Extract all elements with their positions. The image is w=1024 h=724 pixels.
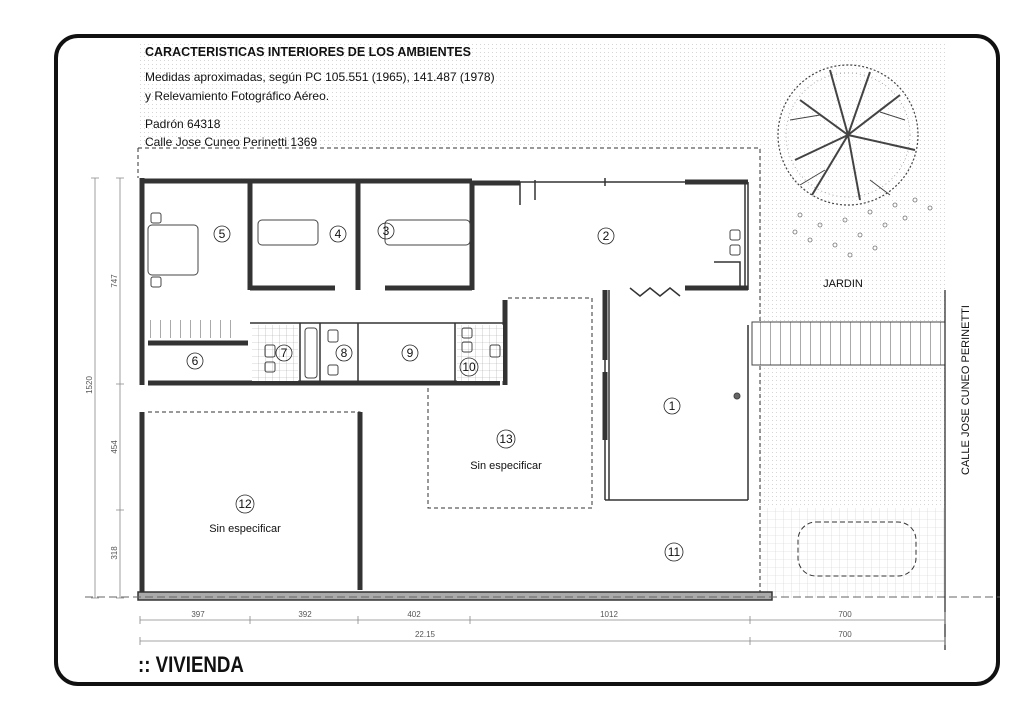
garden-label: JARDIN (823, 278, 863, 290)
room-12: 12 (238, 497, 252, 511)
room-8: 8 (341, 346, 348, 360)
car-outline (797, 521, 917, 577)
measurement-note-2: y Relevamiento Fotográfico Aéreo. (145, 89, 329, 103)
padron: Padrón 64318 (145, 117, 221, 131)
dim-1012: 1012 (600, 610, 618, 619)
furniture (147, 212, 741, 400)
entrance-path (751, 321, 946, 366)
garden-grid (760, 508, 945, 598)
room-1: 1 (669, 399, 676, 413)
dim-747: 747 (110, 274, 119, 288)
street-label: CALLE JOSE CUNEO PERINETTI (960, 305, 972, 475)
tree-icon (777, 64, 919, 206)
room-7: 7 (281, 346, 288, 360)
room-3: 3 (383, 224, 390, 238)
dim-318: 318 (110, 546, 119, 560)
closet-hatch (148, 320, 234, 338)
area-13-outline (427, 297, 593, 509)
floor-slab (137, 591, 773, 601)
dim-700: 700 (838, 610, 852, 619)
measurement-note: Medidas aproximadas, según PC 105.551 (1… (145, 70, 495, 84)
room-13-label: Sin especificar (470, 460, 542, 472)
room-10: 10 (462, 360, 476, 374)
room-5: 5 (219, 227, 226, 241)
garden-shrubs (792, 197, 933, 258)
dim-402: 402 (407, 610, 421, 619)
room-12-label: Sin especificar (209, 523, 281, 535)
sheet-title: CARACTERISTICAS INTERIORES DE LOS AMBIEN… (145, 45, 471, 59)
room-4: 4 (335, 227, 342, 241)
walls (139, 178, 749, 598)
dim-392: 392 (298, 610, 312, 619)
house-floor (140, 148, 760, 593)
lot-boundary (137, 147, 761, 592)
dim-total-700: 700 (838, 630, 852, 639)
room-6: 6 (192, 354, 199, 368)
garden-hatch (760, 44, 945, 508)
room-2: 2 (603, 229, 610, 243)
room-labels (186, 222, 684, 562)
dim-total: 22.15 (415, 630, 436, 639)
room-9: 9 (407, 346, 414, 360)
address: Calle Jose Cuneo Perinetti 1369 (145, 135, 317, 149)
room-13: 13 (499, 432, 513, 446)
footer-title: :: VIVIENDA (138, 654, 244, 678)
room-11: 11 (668, 545, 681, 559)
dim-397: 397 (191, 610, 205, 619)
dim-454: 454 (110, 440, 119, 454)
bath-10-tiles (457, 325, 503, 381)
dimension-lines (91, 177, 946, 645)
header-hatch (138, 44, 760, 148)
dim-1520: 1520 (85, 376, 94, 394)
